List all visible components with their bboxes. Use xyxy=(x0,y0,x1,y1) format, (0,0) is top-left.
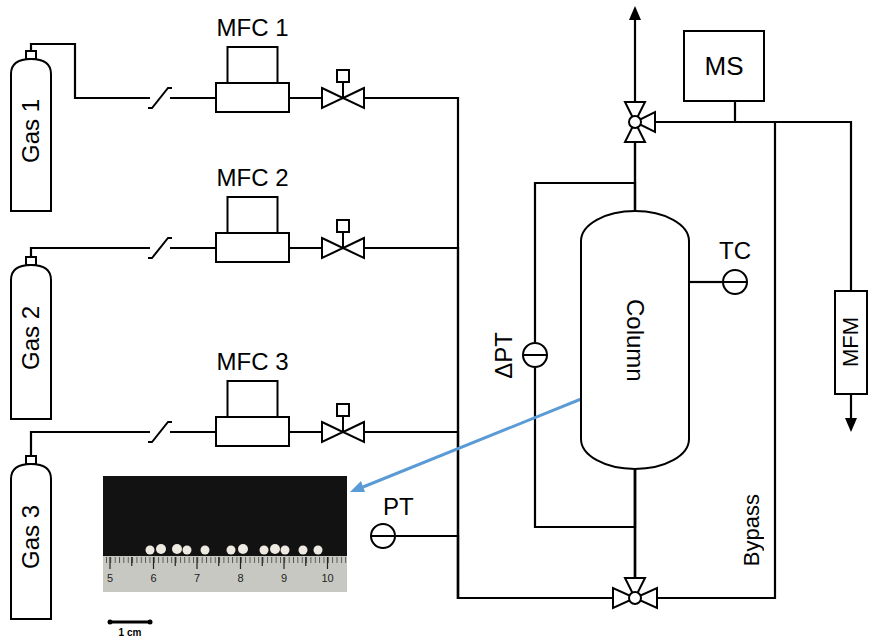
pipe-connector xyxy=(31,248,215,256)
mass-flow-controller-outline xyxy=(215,380,290,447)
node-text: TC xyxy=(719,239,751,263)
mass-flow-controller-shape xyxy=(216,381,289,446)
ruler-number: 7 xyxy=(194,573,200,584)
node-text: Gas 2 xyxy=(19,306,43,370)
sensor-gauge-outline xyxy=(722,269,748,295)
check-valve-symbol xyxy=(148,88,172,108)
pipe-connector xyxy=(31,44,215,98)
check-valves xyxy=(148,88,172,442)
node-text: ΔPT xyxy=(492,332,516,379)
mass-flow-controller-outline xyxy=(215,46,290,113)
mass-flow-controller: MFC 2 xyxy=(215,196,290,263)
callout-arrowhead xyxy=(350,481,365,492)
node-text: MFC 2 xyxy=(217,166,289,190)
valve-stem xyxy=(342,416,344,432)
node-text: MFM xyxy=(840,317,862,367)
vent-arrowhead xyxy=(629,6,641,20)
valve-stem xyxy=(342,232,344,248)
check-valve-symbol xyxy=(148,238,172,258)
node-text: Column xyxy=(623,299,647,382)
node-text: Gas 3 xyxy=(19,505,43,569)
valve-actuator xyxy=(337,70,349,82)
shutoff-valves xyxy=(322,70,364,442)
node-text: MFC 3 xyxy=(217,350,289,374)
mass-flow-controller-shape xyxy=(216,197,289,262)
sensor-gauge: ΔPT xyxy=(522,342,548,368)
gas-cylinder: Gas 3 xyxy=(10,455,52,620)
sensor-gauge: PT xyxy=(370,523,396,549)
mass-flow-controller: MFC 3 xyxy=(215,380,290,447)
sensor-gauge: TC xyxy=(722,269,748,295)
gas-cylinder-shape xyxy=(11,456,51,619)
mass-flow-controller: MFC 1 xyxy=(215,46,290,113)
gas-cylinder: Gas 2 xyxy=(10,256,52,420)
adsorption-column-shape xyxy=(581,211,689,469)
sensor-gauge-shape xyxy=(723,270,747,294)
node-text: Gas 1 xyxy=(19,99,43,163)
outlet-arrowhead xyxy=(845,418,857,432)
instrument-box-shape xyxy=(835,291,867,394)
scale-bar-end xyxy=(108,620,113,625)
three-way-valve xyxy=(613,578,657,608)
gas-cylinder: Gas 1 xyxy=(10,50,52,212)
scale-bar xyxy=(110,621,150,624)
line-label: Bypass xyxy=(741,494,763,566)
ruler-number: 6 xyxy=(150,573,156,584)
node-text: MFC 1 xyxy=(217,16,289,40)
gas-cylinder-shape xyxy=(11,257,51,419)
sensor-gauge-shape xyxy=(371,524,395,548)
node-text: PT xyxy=(383,495,414,519)
gas-cylinder-shape xyxy=(11,51,51,211)
ruler-number: 10 xyxy=(321,573,333,584)
instrument-box: MFM xyxy=(834,290,868,395)
sensor-gauge-outline xyxy=(522,342,548,368)
valve-stem xyxy=(342,82,344,98)
mass-flow-controller-outline xyxy=(215,196,290,263)
callout-arrow xyxy=(363,393,596,487)
ruler-number: 9 xyxy=(281,573,287,584)
instrument-box-shape xyxy=(684,31,764,101)
mass-flow-controller-shape xyxy=(216,47,289,112)
pipe-connector xyxy=(396,470,635,598)
valve-actuator xyxy=(337,404,349,416)
ruler-number: 8 xyxy=(237,573,243,584)
ruler-number: 5 xyxy=(107,573,113,584)
pellet-photo xyxy=(103,476,347,592)
pipe-connector xyxy=(635,102,735,210)
sensor-gauge-shape xyxy=(523,343,547,367)
outlet-line xyxy=(850,395,852,419)
scale-label: 1 cm xyxy=(119,628,142,638)
three-way-valve xyxy=(625,102,655,142)
vent-line xyxy=(634,19,636,102)
adsorption-column: Column xyxy=(580,210,690,470)
pipe-connector xyxy=(31,432,215,455)
pipe-connector xyxy=(690,281,722,283)
sensor-gauge-outline xyxy=(370,523,396,549)
node-text: MS xyxy=(705,53,744,79)
scale-bar-end xyxy=(148,620,153,625)
valve-actuator xyxy=(337,220,349,232)
check-valve-symbol xyxy=(148,422,172,442)
instrument-box: MS xyxy=(683,30,765,102)
